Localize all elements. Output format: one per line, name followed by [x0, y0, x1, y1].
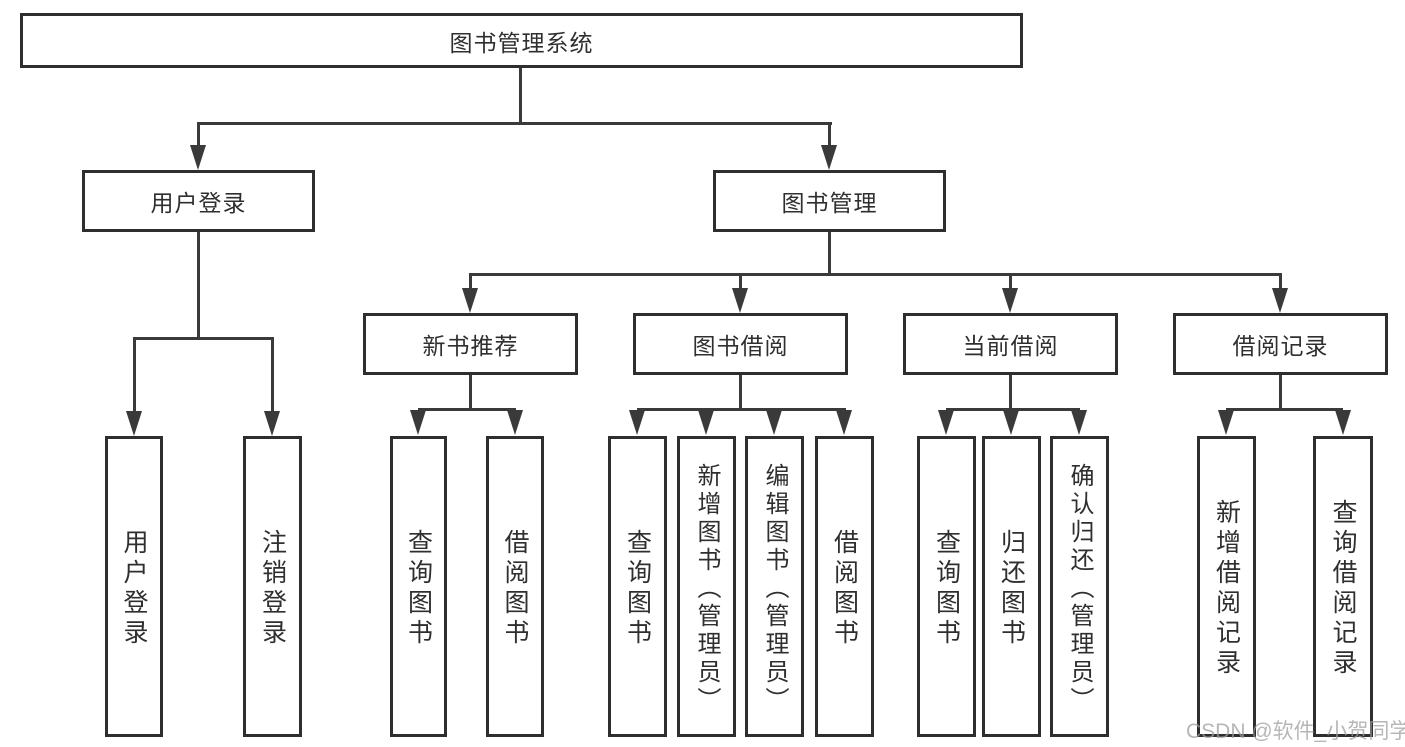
node-current-borrow-label: 当前借阅: [962, 333, 1059, 359]
arrow-down: [938, 410, 954, 435]
arrow-down: [698, 410, 714, 435]
leaf-nb-borrow-books: 借阅图书: [486, 436, 544, 737]
connector-vline: [469, 375, 472, 408]
leaf-logout: 注销登录: [243, 436, 302, 737]
arrow-down: [766, 410, 782, 435]
leaf-bb-add-books-admin: 新增图书（管理员）: [677, 436, 736, 737]
leaf-cb-confirm-return-admin: 确认归还（管理员）: [1050, 436, 1109, 737]
leaf-bb-query-books-label: 查询图书: [623, 529, 652, 649]
watermark: CSDN @软件_小贺同学: [1186, 720, 1405, 743]
arrow-down: [410, 410, 426, 435]
arrow-down: [1218, 410, 1234, 435]
leaf-cb-confirm-return-admin-label: 确认归还（管理员）: [1066, 463, 1093, 715]
leaf-br-query-record: 查询借阅记录: [1313, 436, 1373, 737]
leaf-bb-borrow-books: 借阅图书: [815, 436, 874, 737]
leaf-br-query-record-label: 查询借阅记录: [1329, 499, 1357, 679]
connector-hline: [946, 408, 1080, 411]
leaf-cb-return-books: 归还图书: [982, 436, 1041, 737]
leaf-user-login-label: 用户登录: [120, 529, 148, 649]
leaf-cb-query-books-label: 查询图书: [932, 529, 961, 649]
node-book-management-label: 图书管理: [781, 190, 878, 216]
connector-vline: [739, 375, 742, 408]
arrow-down: [462, 288, 478, 313]
arrow-down: [1002, 288, 1018, 313]
arrow-down: [264, 411, 280, 436]
connector-vline: [1009, 273, 1012, 291]
node-user-login: 用户登录: [82, 170, 315, 232]
leaf-br-add-record-label: 新增借阅记录: [1212, 499, 1241, 679]
leaf-cb-query-books: 查询图书: [917, 436, 976, 737]
connector-vline: [828, 122, 831, 150]
node-borrow-records-label: 借阅记录: [1232, 333, 1329, 359]
connector-vline: [1009, 375, 1012, 408]
connector-vline: [469, 273, 472, 291]
node-new-book-recommend-label: 新书推荐: [422, 333, 519, 359]
arrow-down: [732, 288, 748, 313]
arrow-down: [1003, 410, 1019, 435]
leaf-nb-query-books-label: 查询图书: [404, 529, 433, 649]
node-user-login-label: 用户登录: [150, 190, 247, 216]
node-book-borrow: 图书借阅: [633, 313, 848, 375]
arrow-down: [1335, 410, 1351, 435]
connector-hline: [197, 122, 832, 125]
connector-hline: [470, 273, 1282, 276]
arrow-down: [1272, 288, 1288, 313]
node-book-management: 图书管理: [713, 170, 946, 232]
connector-hline: [637, 408, 846, 411]
connector-vline: [197, 232, 200, 337]
arrow-down: [629, 410, 645, 435]
connector-vline: [1279, 273, 1282, 291]
arrow-down: [821, 145, 837, 170]
leaf-bb-edit-books-admin: 编辑图书（管理员）: [745, 436, 804, 737]
connector-vline: [133, 337, 136, 414]
arrow-down: [190, 145, 206, 170]
leaf-bb-query-books: 查询图书: [608, 436, 667, 737]
connector-vline: [828, 232, 831, 273]
arrow-down: [1071, 410, 1087, 435]
leaf-br-add-record: 新增借阅记录: [1197, 436, 1256, 737]
leaf-nb-borrow-books-label: 借阅图书: [501, 529, 529, 649]
arrow-down: [836, 410, 852, 435]
node-new-book-recommend: 新书推荐: [363, 313, 578, 375]
arrow-down: [507, 410, 523, 435]
leaf-logout-label: 注销登录: [258, 529, 287, 649]
connector-vline: [519, 68, 522, 122]
leaf-user-login: 用户登录: [105, 436, 163, 737]
node-current-borrow: 当前借阅: [903, 313, 1118, 375]
node-root-label: 图书管理系统: [449, 29, 594, 56]
node-book-borrow-label: 图书借阅: [692, 333, 789, 359]
leaf-nb-query-books: 查询图书: [390, 436, 447, 737]
leaf-cb-return-books-label: 归还图书: [997, 529, 1026, 649]
leaf-bb-edit-books-admin-label: 编辑图书（管理员）: [761, 463, 788, 715]
leaf-bb-borrow-books-label: 借阅图书: [830, 529, 859, 649]
node-root: 图书管理系统: [20, 13, 1023, 68]
connector-vline: [271, 337, 274, 414]
connector-vline: [1279, 375, 1282, 408]
connector-hline: [418, 408, 516, 411]
arrow-down: [126, 411, 142, 436]
node-borrow-records: 借阅记录: [1173, 313, 1388, 375]
leaf-bb-add-books-admin-label: 新增图书（管理员）: [693, 463, 720, 715]
connector-vline: [197, 122, 200, 150]
connector-hline: [133, 337, 274, 340]
connector-vline: [739, 273, 742, 291]
connector-hline: [1226, 408, 1343, 411]
